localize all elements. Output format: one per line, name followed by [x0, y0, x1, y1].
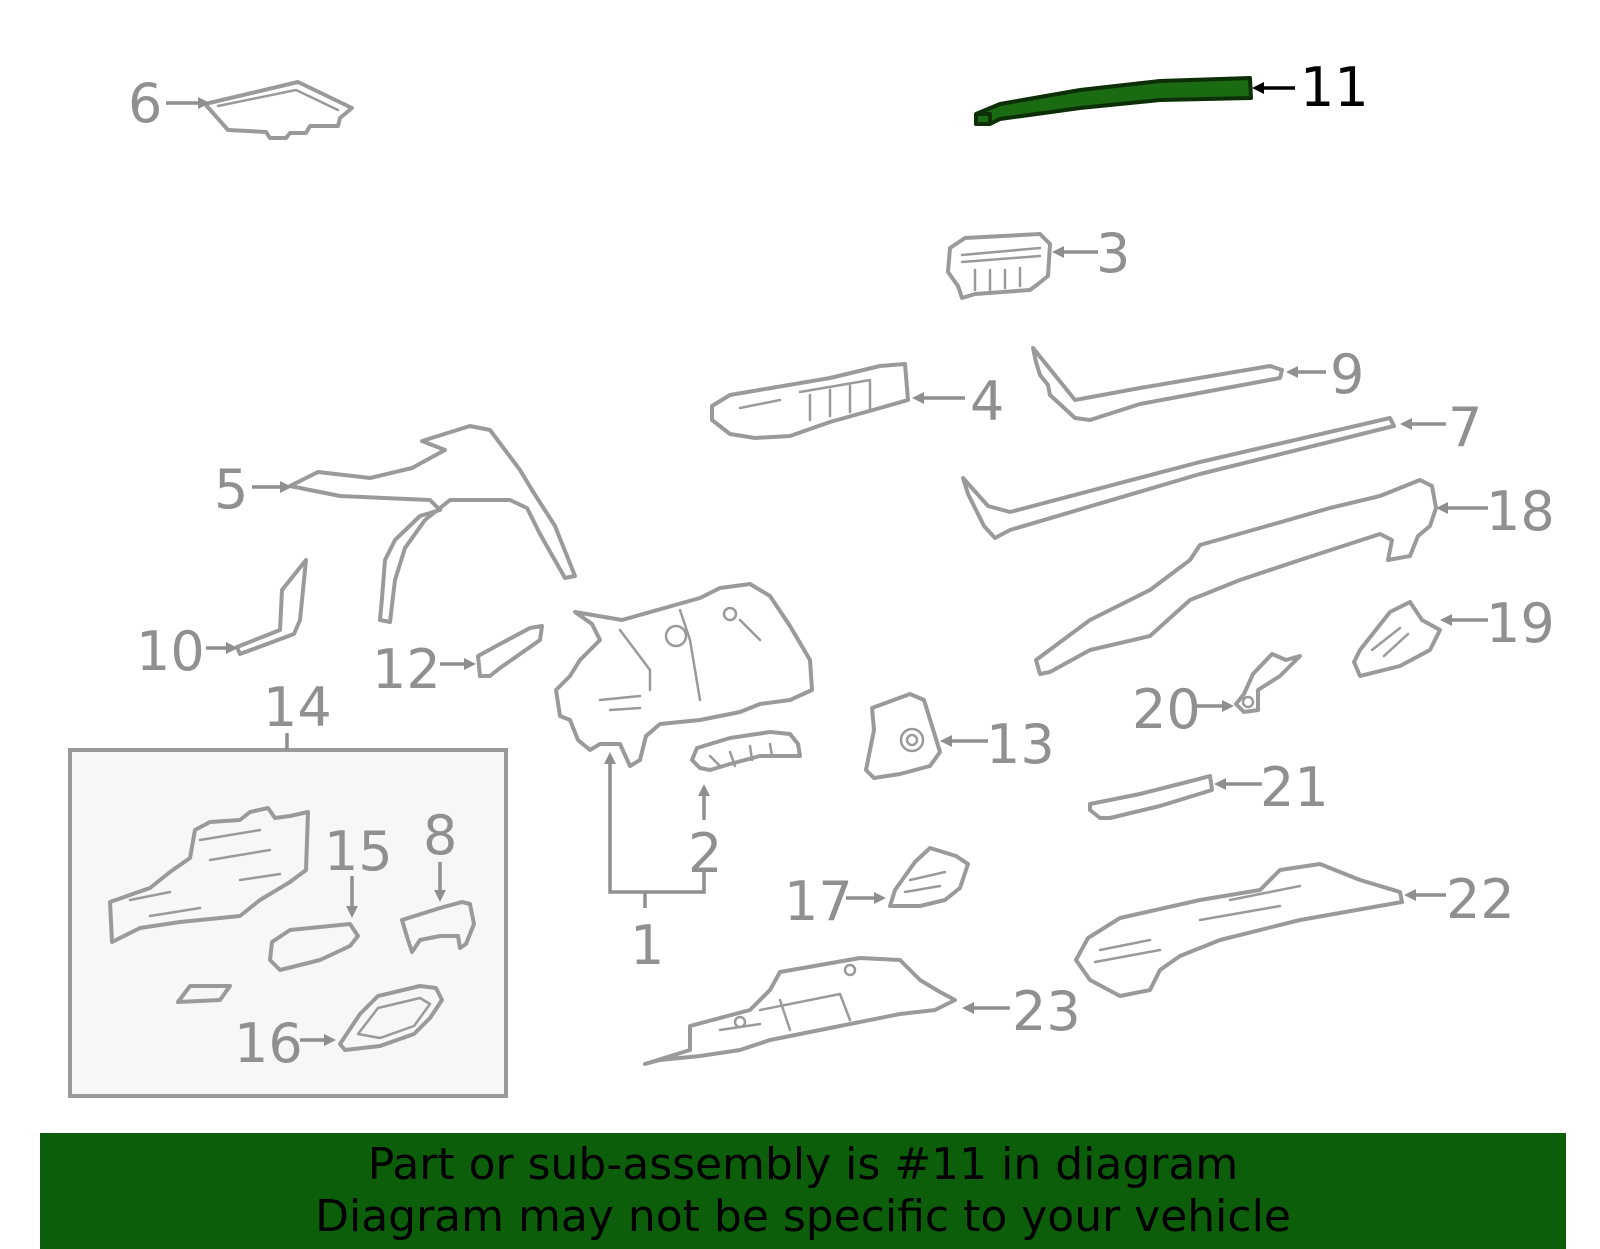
callout-19: 19: [1486, 592, 1555, 655]
part-23[interactable]: [643, 956, 957, 1066]
part-6[interactable]: [203, 80, 354, 140]
callout-1: 1: [630, 914, 664, 977]
subassembly-box-14: [68, 748, 508, 1098]
callout-17: 17: [784, 870, 853, 933]
callout-2: 2: [688, 822, 722, 885]
part-10[interactable]: [235, 558, 308, 656]
part-4[interactable]: [710, 362, 910, 440]
part-9[interactable]: [1031, 346, 1284, 422]
callout-23: 23: [1012, 980, 1081, 1043]
part-12[interactable]: [476, 624, 544, 678]
callout-10: 10: [136, 620, 205, 683]
part-5[interactable]: [288, 424, 577, 624]
part-15[interactable]: [268, 922, 360, 972]
callout-15: 15: [324, 820, 393, 883]
callout-13: 13: [986, 713, 1055, 776]
banner-background: [40, 1133, 1566, 1249]
callout-3: 3: [1096, 222, 1130, 285]
part-17[interactable]: [888, 846, 970, 908]
part-20[interactable]: [1234, 652, 1302, 714]
callout-12: 12: [372, 638, 441, 701]
part-22[interactable]: [1074, 862, 1404, 998]
callout-14: 14: [263, 676, 332, 739]
part-3[interactable]: [946, 232, 1052, 300]
callout-8: 8: [423, 804, 457, 867]
callout-18: 18: [1486, 480, 1555, 543]
callout-16: 16: [234, 1012, 303, 1075]
callout-20: 20: [1132, 678, 1201, 741]
callout-4: 4: [970, 370, 1004, 433]
part-14-clip[interactable]: [176, 984, 232, 1004]
part-1[interactable]: [554, 582, 814, 768]
part-18[interactable]: [1034, 478, 1438, 676]
callout-22: 22: [1446, 868, 1515, 931]
part-14[interactable]: [108, 806, 310, 944]
part-11-highlighted[interactable]: [974, 76, 1253, 126]
callout-6: 6: [128, 72, 162, 135]
part-7[interactable]: [961, 416, 1396, 540]
part-16[interactable]: [338, 984, 444, 1052]
banner-line-2: Diagram may not be specific to your vehi…: [315, 1191, 1291, 1242]
callout-21: 21: [1260, 756, 1329, 819]
callout-7: 7: [1448, 396, 1482, 459]
part-2[interactable]: [690, 730, 802, 772]
banner-line-1: Part or sub-assembly is #11 in diagram: [367, 1139, 1239, 1190]
part-8[interactable]: [400, 900, 476, 954]
callout-11: 11: [1300, 56, 1369, 119]
callout-9: 9: [1330, 343, 1364, 406]
part-19[interactable]: [1352, 600, 1442, 678]
part-21[interactable]: [1088, 774, 1214, 820]
info-banner: Part or sub-assembly is #11 in diagram D…: [40, 1133, 1566, 1249]
part-13[interactable]: [864, 692, 942, 780]
callout-5: 5: [214, 458, 248, 521]
